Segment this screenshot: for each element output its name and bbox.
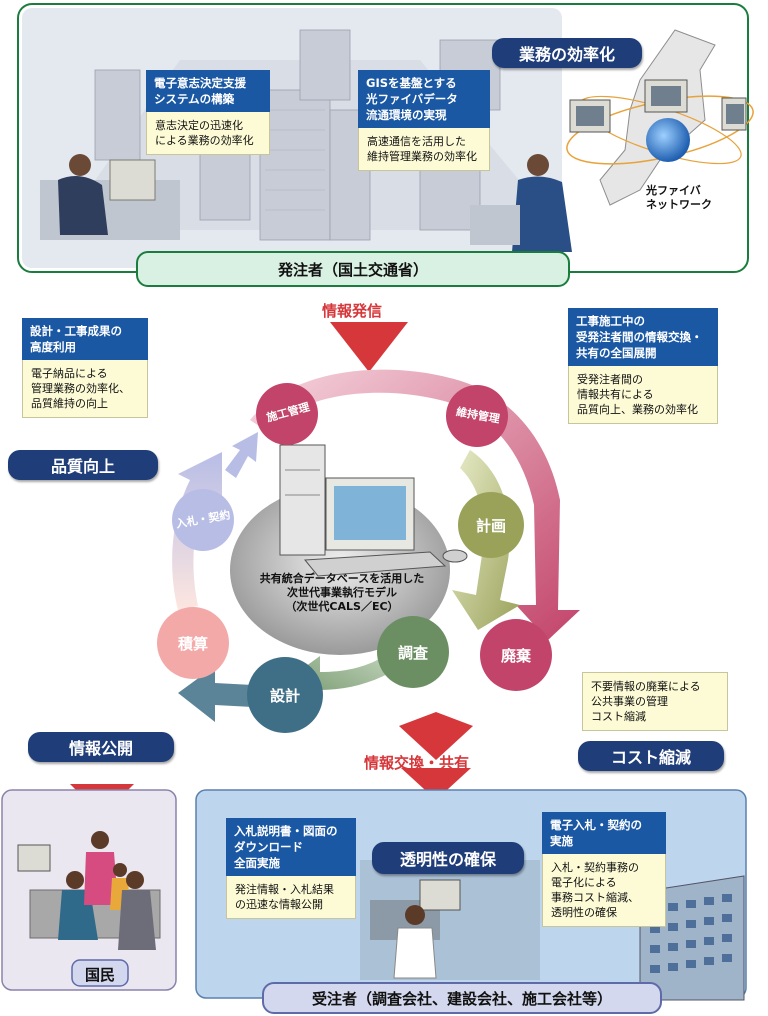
computer-monitor-contractor [419, 879, 461, 911]
stage-node-maintenance [446, 385, 508, 447]
worker-right-body [512, 176, 572, 252]
stage-node-estimation [157, 607, 229, 679]
card-body: 電子納品による 管理業務の効率化、 品質維持の向上 [22, 360, 148, 418]
stage-label-survey: 調査 [397, 644, 428, 662]
cost-note: 不要情報の廃棄による 公共事業の管理 コスト縮減 [582, 672, 728, 731]
fiber-network-label: 光ファイバ ネットワーク [646, 184, 712, 211]
worker-left-body [58, 176, 108, 235]
disclosure-title: 情報公開 [28, 732, 174, 762]
card-title: 電子入札・契約の 実施 [542, 812, 666, 854]
efficiency-title: 業務の効率化 [492, 38, 642, 68]
card-title: 電子意志決定支援 システムの構築 [146, 70, 270, 112]
person-body [84, 852, 118, 905]
stage-label-planning: 計画 [475, 517, 506, 535]
citizens-panel [1, 789, 177, 991]
citizens-label: 国民 [84, 966, 115, 984]
card-e-bidding: 電子入札・契約の 実施 入札・契約事務の 電子化による 事務コスト縮減、 透明性… [542, 812, 666, 927]
info-exchange-diamond [399, 712, 473, 760]
card-title: 工事施工中の 受発注者間の情報交換・ 共有の全国展開 [568, 308, 718, 366]
child-head [113, 863, 127, 877]
card-title: 入札説明書・図面の ダウンロード 全面実施 [226, 818, 356, 876]
card-quality-use: 設計・工事成果の 高度利用 電子納品による 管理業務の効率化、 品質維持の向上 [22, 318, 148, 418]
person-head [91, 831, 109, 849]
cycle-arc-teal [178, 666, 270, 722]
info-exchange-arrow [401, 768, 471, 800]
stage-node-construction [256, 383, 318, 445]
workstation-computer-icon [279, 444, 468, 577]
network-computer-icon [569, 99, 611, 133]
card-info-sharing: 工事施工中の 受発注者間の情報交換・ 共有の全国展開 受発注者間の 情報共有によ… [568, 308, 718, 424]
cost-title: コスト縮減 [578, 741, 724, 771]
japan-map [599, 29, 716, 206]
stage-node-bidding [172, 489, 234, 551]
cycle-arc-lavender [172, 452, 222, 610]
card-title: 設計・工事成果の 高度利用 [22, 318, 148, 360]
info-exchange-label: 情報交換・共有 [364, 754, 470, 772]
stage-node-planning [458, 492, 524, 558]
card-body: 入札・契約事務の 電子化による 事務コスト縮減、 透明性の確保 [542, 854, 666, 927]
transparency-title: 透明性の確保 [372, 842, 524, 874]
worker-contractor-body [393, 927, 437, 979]
office-building-icon [639, 875, 745, 1001]
info-send-arrow [330, 322, 408, 372]
center-caption: 共有統合データベースを活用した 次世代事業執行モデル （次世代CALS／EC） [259, 572, 425, 613]
stage-label-design: 設計 [269, 687, 300, 705]
card-body: 高速通信を活用した 維持管理業務の効率化 [358, 128, 490, 171]
card-body: 発注情報・入札結果 の迅速な情報公開 [226, 876, 356, 919]
card-title: GISを基盤とする 光ファイバデータ 流通環境の実現 [358, 70, 490, 128]
card-body: 受発注者間の 情報共有による 品質向上、業務の効率化 [568, 366, 718, 424]
computer-monitor-citizens [17, 844, 51, 872]
person-head [66, 871, 84, 889]
worker-right-head [527, 154, 549, 176]
computer-monitor-left [109, 159, 156, 201]
worker-left-head [69, 154, 91, 176]
contractor-label: 受注者（調査会社、建設会社、施工会社等） [262, 982, 662, 1014]
network-computer-icon [644, 79, 688, 113]
globe-icon [646, 118, 690, 162]
card-gis-fiber: GISを基盤とする 光ファイバデータ 流通環境の実現 高速通信を活用した 維持管… [358, 70, 490, 171]
info-send-label: 情報発信 [322, 302, 383, 320]
stage-label-disposal: 廃棄 [500, 647, 531, 665]
stage-node-disposal [480, 619, 552, 691]
stage-node-survey [377, 616, 449, 688]
card-body: 意志決定の迅速化 による業務の効率化 [146, 112, 270, 155]
network-computer-icon [721, 97, 747, 131]
card-download: 入札説明書・図面の ダウンロード 全面実施 発注情報・入札結果 の迅速な情報公開 [226, 818, 356, 919]
orderer-label: 発注者（国土交通省） [136, 251, 570, 287]
quality-title: 品質向上 [8, 450, 158, 480]
stage-label-estimation: 積算 [177, 635, 208, 653]
worker-contractor-head [405, 905, 425, 925]
cycle-arc-lavender [225, 432, 258, 478]
office-desk-right [470, 205, 520, 245]
person-body [118, 890, 156, 950]
stage-node-design [247, 657, 323, 733]
person-head [126, 871, 144, 889]
card-decision-support: 電子意志決定支援 システムの構築 意志決定の迅速化 による業務の効率化 [146, 70, 270, 155]
